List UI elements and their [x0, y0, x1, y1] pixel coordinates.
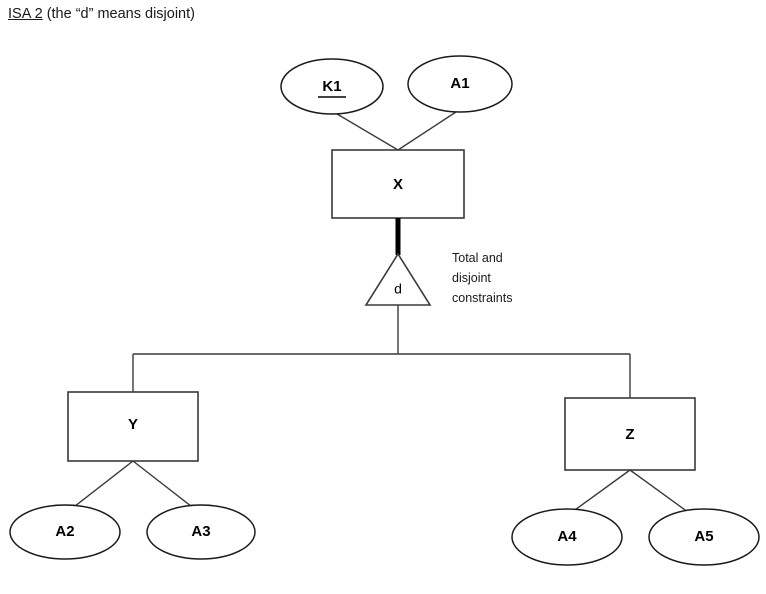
edge-z-to-a4	[567, 469, 631, 516]
edge-z-to-a5	[629, 469, 693, 516]
attribute-ellipse-a1[interactable]	[407, 55, 513, 113]
edge-a1-to-x	[397, 107, 463, 151]
attribute-label-k1: K1	[322, 78, 341, 95]
attribute-label-a3: A3	[191, 523, 210, 540]
attribute-ellipse-a4[interactable]	[511, 508, 623, 566]
constraint-annotation-line-3: constraints	[452, 291, 512, 305]
page-title-rest: (the “d” means disjoint)	[42, 6, 195, 22]
entity-box-x[interactable]	[331, 149, 465, 219]
attribute-ellipse-a5[interactable]	[648, 508, 760, 566]
page-title-emphasis: ISA 2	[8, 6, 43, 22]
constraint-annotation-line-1: Total and	[452, 251, 503, 265]
entity-label-x: X	[393, 176, 403, 193]
entity-label-y: Y	[128, 416, 138, 433]
attribute-label-a2: A2	[55, 523, 74, 540]
attribute-label-a5: A5	[694, 528, 713, 545]
isa-triangle-disjoint[interactable]	[364, 252, 432, 306]
page-title: ISA 2 (the “d” means disjoint)	[8, 4, 195, 24]
isa-symbol-label: d	[394, 281, 402, 297]
entity-label-z: Z	[625, 426, 634, 443]
attribute-ellipse-k1[interactable]	[280, 58, 384, 115]
attribute-ellipse-a2[interactable]	[9, 504, 121, 560]
entity-box-y[interactable]	[67, 391, 199, 462]
edge-k1-to-x	[331, 110, 399, 151]
constraint-annotation-line-2: disjoint	[452, 271, 491, 285]
attribute-label-a4: A4	[557, 528, 577, 545]
edge-y-to-a2	[69, 460, 134, 511]
attribute-label-a1: A1	[450, 75, 469, 92]
attribute-ellipse-a3[interactable]	[146, 504, 256, 560]
entity-box-z[interactable]	[564, 397, 696, 471]
edge-y-to-a3	[132, 460, 197, 511]
